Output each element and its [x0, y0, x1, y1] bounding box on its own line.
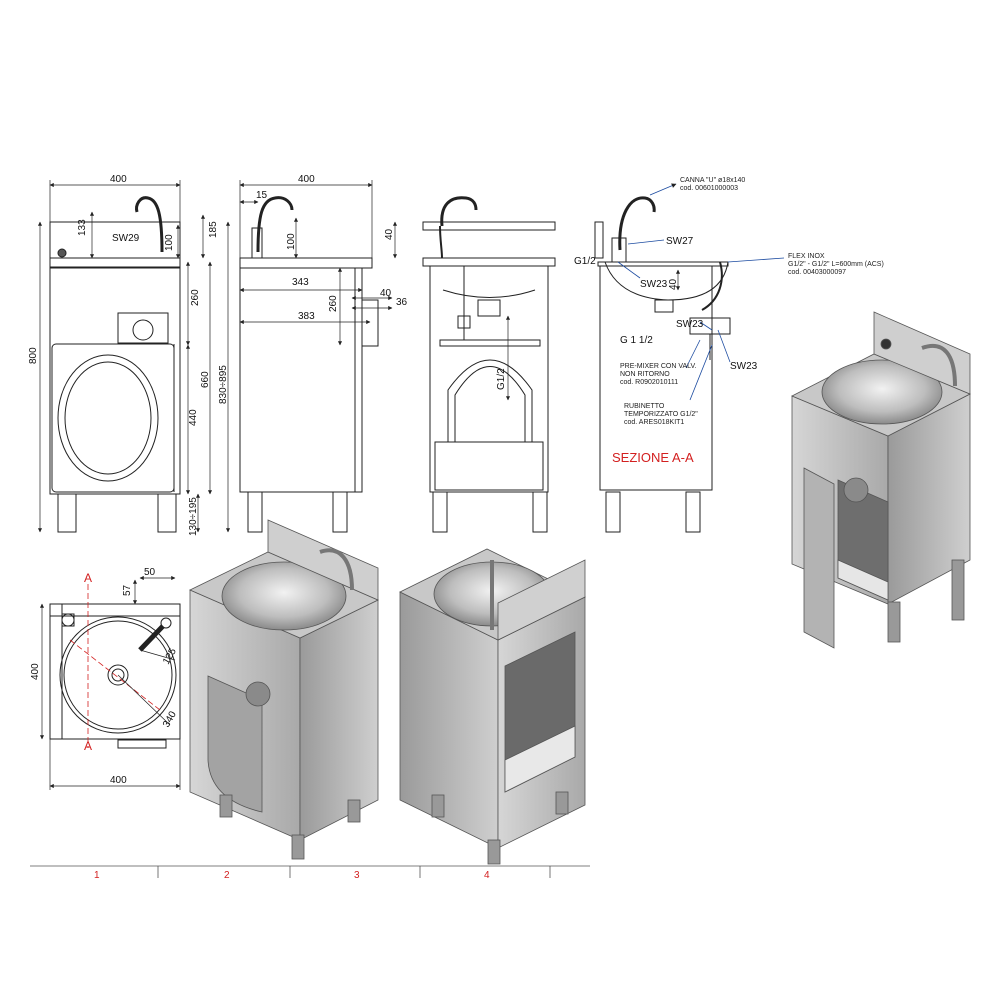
strip-n3: 3 [354, 870, 360, 881]
plan-d400-side-label: 400 [30, 663, 41, 680]
plan-a-top: A [84, 571, 92, 585]
front-d660-label: 660 [200, 371, 211, 388]
front-d800-label: 800 [28, 347, 39, 364]
section-view [422, 196, 556, 533]
plan-d340-label: 340 [161, 709, 179, 729]
plan-dimensions [39, 575, 181, 790]
side-d40a-label: 40 [384, 228, 395, 240]
front-d100-label: 100 [164, 234, 175, 251]
front-d440-label: 440 [188, 409, 199, 426]
side-width-label: 400 [298, 174, 315, 185]
plan-d400-bottom-label: 400 [110, 775, 127, 786]
rubinetto-line1: RUBINETTO [624, 403, 665, 410]
front-view-dimensions [37, 180, 231, 533]
detail-sw23c-label: SW23 [730, 361, 758, 372]
canna-line1: CANNA "U" ø18x140 [680, 177, 745, 184]
section-g12-label: G1/2 [496, 368, 507, 390]
plan-view [49, 603, 181, 749]
detail-sw23a-label: SW23 [640, 279, 668, 290]
detail-d40-label: 40 [668, 278, 679, 290]
plan-d57-label: 57 [122, 584, 133, 596]
front-view [49, 196, 181, 533]
plan-section-line [69, 584, 161, 748]
bottom-strip [30, 865, 590, 878]
front-d185-label: 185 [208, 221, 219, 238]
render-door-open [791, 311, 971, 649]
plan-a-bottom: A [84, 739, 92, 753]
rubinetto-line2: TEMPORIZZATO G1/2" [624, 411, 698, 418]
premixer-line1: PRE-MIXER CON VALV. [620, 363, 697, 370]
flex-line1: FLEX INOX [788, 253, 825, 260]
side-d100-label: 100 [286, 233, 297, 250]
side-d383-label: 383 [298, 311, 315, 322]
side-d15-label: 15 [256, 190, 268, 201]
strip-n1: 1 [94, 870, 100, 881]
plan-d125-label: 125 [161, 646, 179, 666]
front-sw29-label: SW29 [112, 233, 140, 244]
front-width-label: 400 [110, 174, 127, 185]
front-d260-label: 260 [190, 289, 201, 306]
render-open-cabinet [399, 548, 586, 865]
detail-sw23b-label: SW23 [676, 319, 704, 330]
plan-d50-label: 50 [144, 567, 156, 578]
strip-n2: 2 [224, 870, 230, 881]
side-view [239, 196, 379, 533]
render-closed-door [189, 519, 379, 860]
premixer-line3: cod. R0902010111 [620, 379, 678, 386]
sezione-title: SEZIONE A-A [612, 450, 694, 465]
detail-sw27-label: SW27 [666, 236, 694, 247]
front-d133-label: 133 [77, 219, 88, 236]
detail-g112-label: G 1 1/2 [620, 335, 653, 346]
side-d36-label: 36 [396, 297, 408, 308]
canna-line2: cod. 00601000003 [680, 185, 738, 192]
strip-n4: 4 [484, 870, 490, 881]
detail-g12-label: G1/2 [574, 256, 596, 267]
front-d830-label: 830÷895 [218, 365, 229, 404]
premixer-line2: NON RITORNO [620, 371, 670, 378]
side-d40b-label: 40 [380, 288, 392, 299]
side-d343-label: 343 [292, 277, 309, 288]
detail-view [594, 196, 731, 533]
flex-line3: cod. 00403000097 [788, 269, 846, 276]
rubinetto-line3: cod. ARES018KIT1 [624, 419, 684, 426]
flex-line2: G1/2" - G1/2" L=600mm (ACS) [788, 261, 884, 268]
front-d130-label: 130÷195 [188, 497, 199, 536]
side-d260-label: 260 [328, 295, 339, 312]
detail-leaders [617, 183, 785, 401]
side-view-dimensions [239, 180, 398, 346]
